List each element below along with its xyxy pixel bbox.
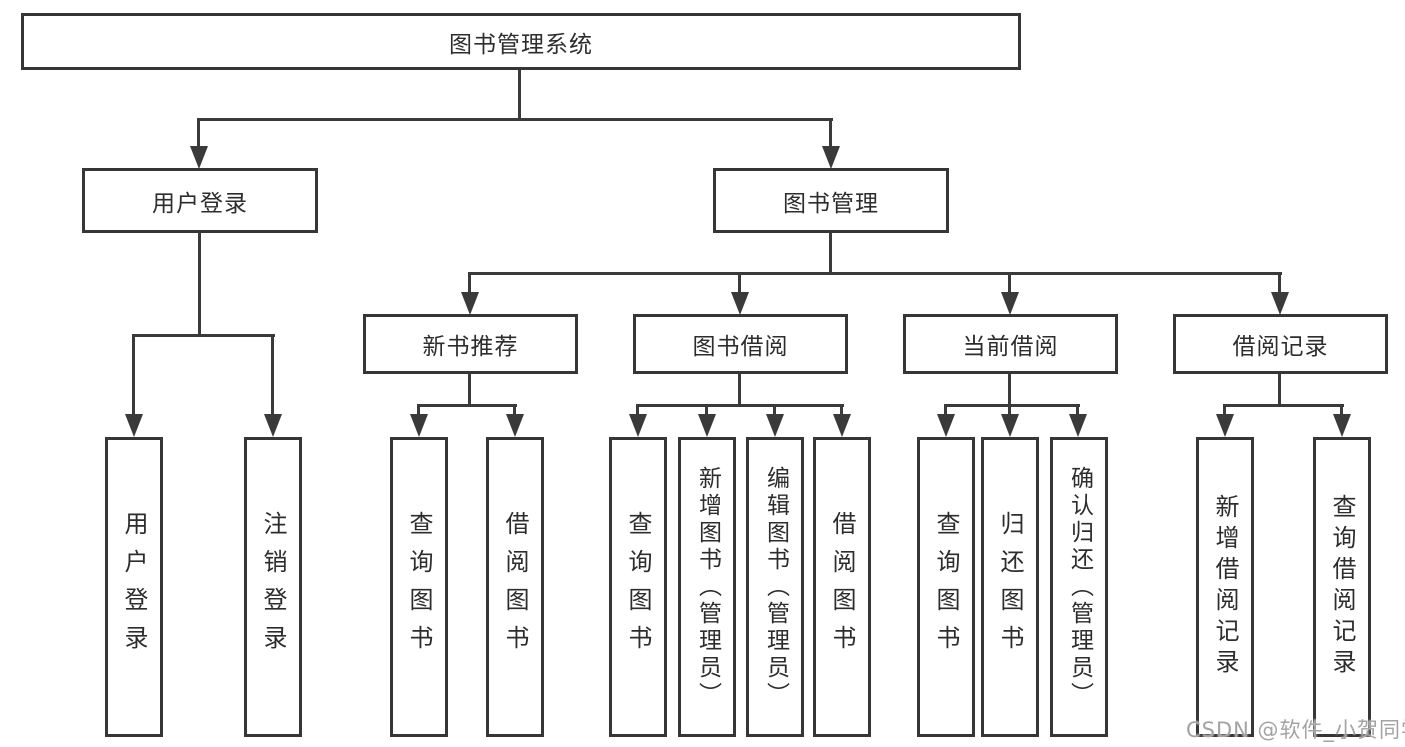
arrow-down-icon	[766, 414, 784, 437]
arrow-down-icon	[937, 414, 955, 437]
connector-line	[840, 404, 843, 418]
connector-line	[1008, 272, 1011, 296]
leaf-label: 注销登录	[259, 511, 287, 663]
connector-line	[468, 272, 471, 296]
connector-line	[1223, 404, 1226, 418]
arrow-down-icon	[833, 414, 851, 437]
leaf-borrow-books: 借阅图书	[813, 437, 871, 737]
leaf-label: 查询借阅记录	[1328, 494, 1356, 680]
arrow-down-icon	[698, 414, 716, 437]
connector-line	[197, 118, 200, 150]
leaf-label: 查询图书	[932, 511, 960, 663]
leaf-query-books-borrow: 查询图书	[609, 437, 667, 737]
node-borrow-records: 借阅记录	[1173, 314, 1388, 374]
leaf-confirm-return-admin: 确认归还（管理员）	[1050, 437, 1108, 737]
node-root-label: 图书管理系统	[449, 31, 593, 58]
connector-line	[944, 404, 1080, 407]
arrow-down-icon	[1001, 414, 1019, 437]
node-label: 借阅记录	[1232, 334, 1329, 360]
leaf-edit-book-admin: 编辑图书（管理员）	[746, 437, 804, 737]
leaf-label: 借阅图书	[828, 511, 856, 663]
connector-line	[829, 233, 832, 275]
arrow-down-icon	[629, 414, 647, 437]
connector-line	[417, 404, 517, 407]
arrow-down-icon	[1216, 414, 1234, 437]
leaf-add-borrow-record: 新增借阅记录	[1196, 437, 1254, 737]
csdn-watermark: CSDN @软件_小贺同学	[1186, 718, 1405, 742]
connector-line	[271, 334, 274, 418]
arrow-down-icon	[822, 146, 840, 169]
arrow-down-icon	[264, 414, 282, 437]
connector-line	[1278, 374, 1281, 407]
leaf-label: 编辑图书（管理员）	[762, 465, 789, 709]
connector-line	[1223, 404, 1344, 407]
connector-line	[417, 404, 420, 418]
leaf-logout: 注销登录	[244, 437, 302, 737]
leaf-label: 归还图书	[996, 511, 1024, 663]
connector-line	[468, 374, 471, 407]
node-book-management: 图书管理	[713, 168, 949, 233]
leaf-label: 确认归还（管理员）	[1066, 465, 1093, 709]
connector-line	[636, 404, 639, 418]
connector-line	[1076, 404, 1079, 418]
connector-line	[636, 404, 844, 407]
connector-line	[944, 404, 947, 418]
connector-line	[198, 233, 201, 337]
leaf-borrow-books-recommend: 借阅图书	[486, 437, 544, 737]
connector-line	[1008, 374, 1011, 407]
connector-line	[513, 404, 516, 418]
arrow-down-icon	[506, 414, 524, 437]
leaf-add-book-admin: 新增图书（管理员）	[678, 437, 736, 737]
node-label: 用户登录	[152, 190, 248, 217]
node-label: 图书管理	[783, 190, 879, 217]
arrow-down-icon	[731, 292, 749, 315]
connector-line	[705, 404, 708, 418]
connector-line	[738, 272, 741, 296]
node-book-borrow: 图书借阅	[633, 314, 848, 374]
arrow-down-icon	[1001, 292, 1019, 315]
arrow-down-icon	[190, 146, 208, 169]
arrow-down-icon	[410, 414, 428, 437]
leaf-label: 借阅图书	[501, 511, 529, 663]
node-root: 图书管理系统	[21, 13, 1021, 70]
leaf-label: 新增图书（管理员）	[694, 465, 721, 709]
leaf-label: 查询图书	[405, 511, 433, 663]
node-label: 图书借阅	[692, 334, 789, 360]
arrow-down-icon	[1271, 292, 1289, 315]
leaf-label: 新增借阅记录	[1211, 494, 1239, 680]
leaf-return-book: 归还图书	[981, 437, 1039, 737]
leaf-query-borrow-record: 查询借阅记录	[1313, 437, 1371, 737]
node-current-borrow: 当前借阅	[903, 314, 1118, 374]
connector-line	[132, 334, 135, 418]
connector-line	[468, 272, 1282, 275]
connector-line	[518, 70, 521, 120]
leaf-label: 用户登录	[120, 511, 148, 663]
node-label: 当前借阅	[962, 334, 1059, 360]
node-new-book-recommend: 新书推荐	[363, 314, 578, 374]
arrow-down-icon	[1333, 414, 1351, 437]
connector-line	[773, 404, 776, 418]
connector-line	[738, 374, 741, 407]
arrow-down-icon	[125, 414, 143, 437]
arrow-down-icon	[461, 292, 479, 315]
arrow-down-icon	[1069, 414, 1087, 437]
connector-line	[1278, 272, 1281, 296]
node-label: 新书推荐	[422, 334, 519, 360]
leaf-user-login: 用户登录	[105, 437, 163, 737]
leaf-label: 查询图书	[624, 511, 652, 663]
connector-line	[132, 334, 275, 337]
connector-line	[1340, 404, 1343, 418]
leaf-query-books-recommend: 查询图书	[390, 437, 448, 737]
connector-line	[197, 118, 833, 121]
node-user-login: 用户登录	[82, 168, 318, 233]
connector-line	[1008, 404, 1011, 418]
leaf-query-books-current: 查询图书	[917, 437, 975, 737]
connector-line	[829, 118, 832, 150]
